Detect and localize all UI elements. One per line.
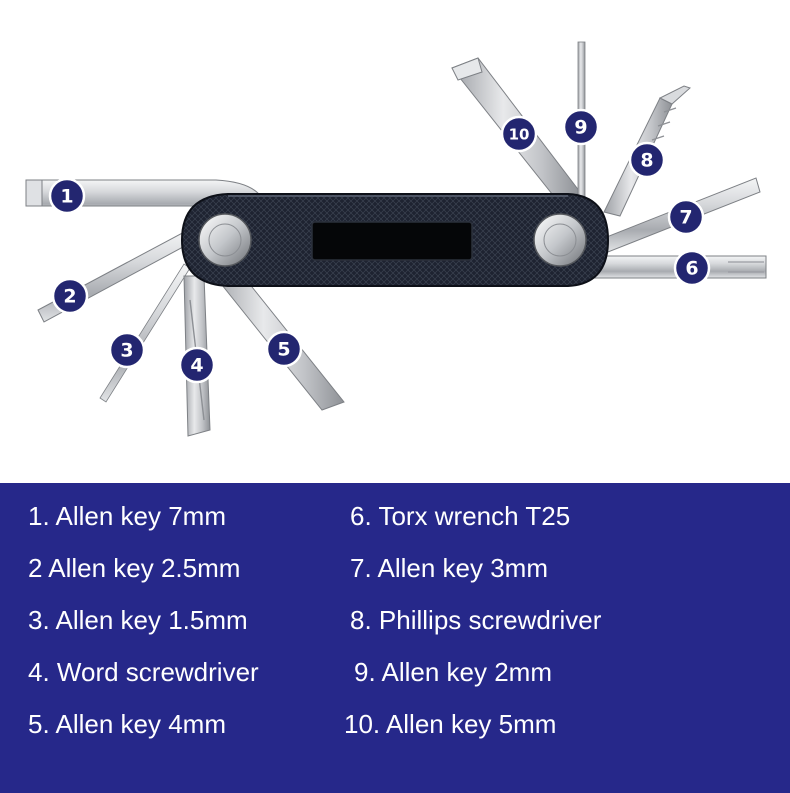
callout-8: 8 <box>628 141 666 179</box>
legend-item-5: 5. Allen key 4mm <box>28 709 226 739</box>
callout-number: 4 <box>190 355 203 377</box>
handle-slot <box>311 221 473 261</box>
callout-10: 10 <box>500 115 538 153</box>
callout-number: 9 <box>574 117 587 139</box>
legend-item-3: 3. Allen key 1.5mm <box>28 605 248 635</box>
callout-number: 1 <box>60 186 73 208</box>
legend-item-10: 10. Allen key 5mm <box>344 709 557 739</box>
callout-number: 2 <box>63 286 76 308</box>
callout-7: 7 <box>667 198 705 236</box>
callout-number: 6 <box>685 258 698 280</box>
legend-item-2: 2 Allen key 2.5mm <box>28 553 241 583</box>
callout-number: 10 <box>509 126 530 144</box>
callout-number: 5 <box>277 339 290 361</box>
legend-item-8: 8. Phillips screwdriver <box>350 605 602 635</box>
callout-9: 9 <box>562 108 600 146</box>
callout-3: 3 <box>108 331 146 369</box>
legend-item-9: 9. Allen key 2mm <box>354 657 552 687</box>
callout-1: 1 <box>48 177 86 215</box>
right-bolt <box>533 213 587 267</box>
multi-tool-photo: 1 2 3 4 5 6 7 8 9 10 <box>25 41 767 437</box>
callout-number: 3 <box>120 340 133 362</box>
legend-item-4: 4. Word screwdriver <box>28 657 259 687</box>
bit-torx-t25 <box>579 255 767 279</box>
callout-4: 4 <box>178 346 216 384</box>
callout-5: 5 <box>265 330 303 368</box>
left-bolt <box>198 213 252 267</box>
tool-handle <box>180 193 610 287</box>
callout-6: 6 <box>673 249 711 287</box>
legend-item-1: 1. Allen key 7mm <box>28 501 226 531</box>
legend-item-6: 6. Torx wrench T25 <box>350 501 571 531</box>
callout-number: 8 <box>640 150 653 172</box>
legend-item-7: 7. Allen key 3mm <box>350 553 548 583</box>
callout-number: 7 <box>679 207 692 229</box>
tool-legend: 1. Allen key 7mm 2 Allen key 2.5mm 3. Al… <box>0 483 790 793</box>
callout-2: 2 <box>51 277 89 315</box>
